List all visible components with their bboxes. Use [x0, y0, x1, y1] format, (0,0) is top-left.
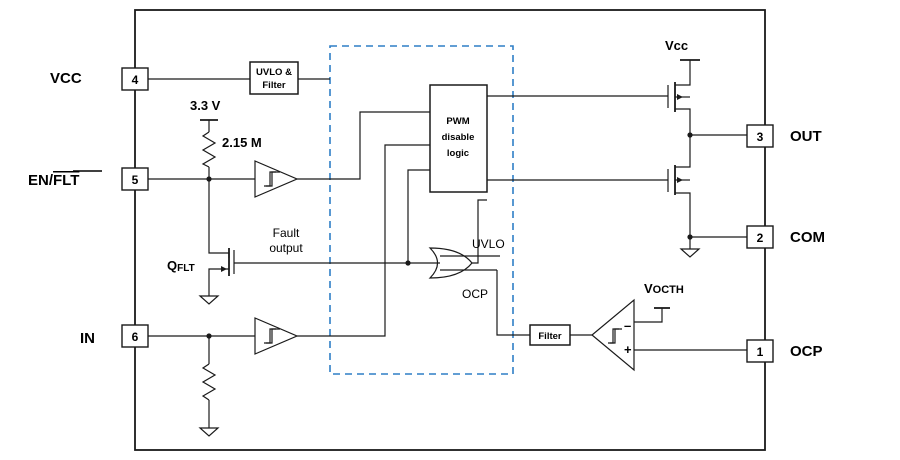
qflt-transistor — [208, 248, 330, 296]
vcc-supply-label: Vcc — [665, 38, 688, 53]
ic-outline — [134, 9, 766, 451]
ocp-comparator: – + — [591, 298, 635, 372]
pin-number-in: 6 — [132, 330, 139, 344]
svg-text:disable: disable — [442, 132, 475, 143]
en-schmitt-buffer — [254, 160, 299, 198]
vocth-label: VOCTH — [644, 281, 684, 296]
or-gate — [428, 247, 473, 279]
pin-number-ocp: 1 — [757, 345, 764, 359]
pin-2-com: 2 COM — [746, 225, 825, 249]
svg-text:PWM: PWM — [446, 116, 469, 127]
svg-text:+: + — [624, 342, 632, 357]
low-side-fet — [487, 135, 691, 249]
pin-name-in: IN — [80, 330, 95, 347]
pin-name-com: COM — [790, 229, 825, 246]
pin-number-com: 2 — [757, 231, 764, 245]
pin-name-ocp: OCP — [790, 343, 823, 360]
pwm-disable-logic-block: PWM disable logic — [429, 84, 488, 193]
pin-3-out: 3 OUT — [746, 124, 822, 148]
fault-output-label-1: Fault — [273, 226, 300, 240]
pulldown-resistor — [201, 363, 217, 401]
resistor-value-label: 2.15 M — [222, 135, 262, 150]
logic-boundary — [329, 45, 514, 375]
pin-4-vcc: VCC 4 — [50, 67, 149, 91]
ocp-filter-block: Filter — [529, 324, 571, 346]
ground-qflt — [198, 295, 220, 305]
svg-text:Filter: Filter — [538, 331, 562, 342]
ocp-gate-label: OCP — [462, 287, 488, 301]
ground-com — [679, 248, 701, 258]
pin-1-ocp: 1 OCP — [746, 339, 823, 363]
qflt-label: QFLT — [167, 258, 195, 274]
in-schmitt-buffer — [254, 317, 299, 355]
pin-5-en-flt: EN/FLT 5 — [28, 167, 149, 191]
pin-number-vcc: 4 — [132, 73, 139, 87]
svg-text:–: – — [624, 318, 631, 333]
svg-text:logic: logic — [447, 148, 469, 159]
ground-in — [198, 427, 220, 437]
svg-text:UVLO &: UVLO & — [256, 67, 292, 78]
pullup-resistor — [201, 131, 217, 168]
pin-name-out: OUT — [790, 128, 822, 145]
uvlo-gate-label: UVLO — [472, 237, 505, 251]
supply-3v3-label: 3.3 V — [190, 98, 221, 113]
fault-output-label-2: output — [269, 241, 303, 255]
pin-name-en-flt: EN/FLT — [28, 172, 79, 189]
high-side-fet — [487, 82, 691, 135]
pin-number-out: 3 — [757, 130, 764, 144]
pin-number-en-flt: 5 — [132, 173, 139, 187]
uvlo-filter-block: UVLO & Filter — [249, 61, 299, 95]
pin-6-in: IN 6 — [80, 324, 149, 348]
svg-text:Filter: Filter — [262, 80, 286, 91]
pin-name-vcc: VCC — [50, 70, 82, 87]
